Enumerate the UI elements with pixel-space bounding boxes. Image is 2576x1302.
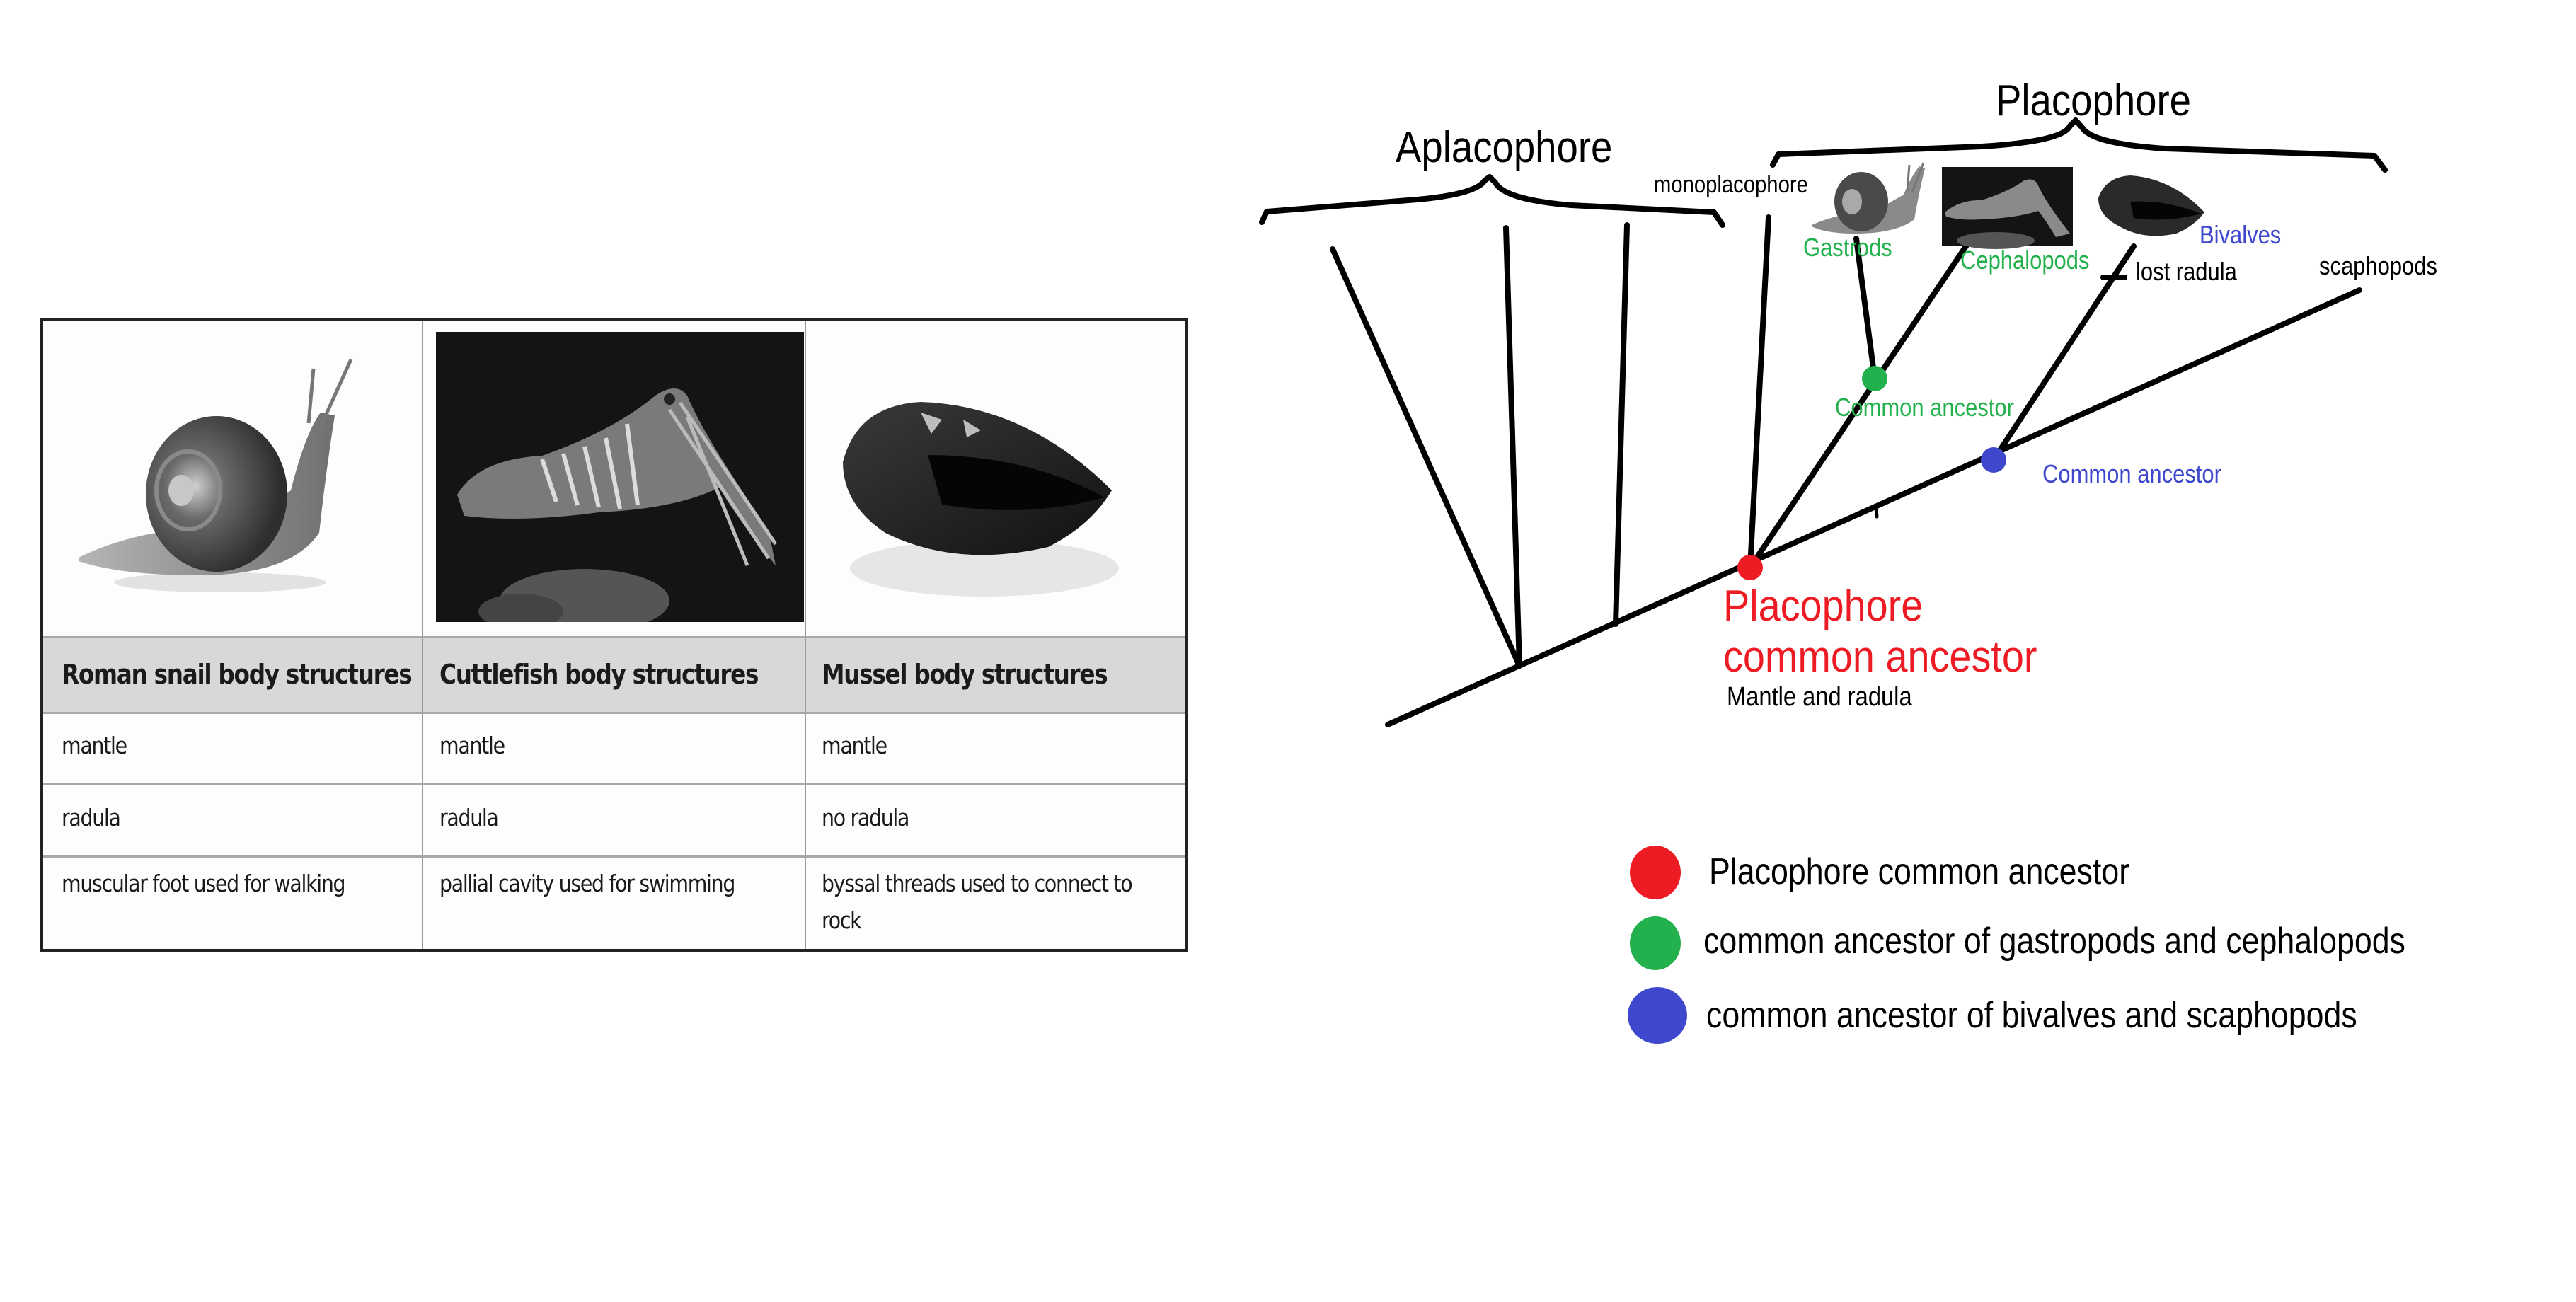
- column-divider: [805, 321, 806, 949]
- row-divider: [43, 636, 1185, 638]
- table-cell: mantle: [439, 732, 505, 759]
- branch-bivalves: [1991, 243, 2137, 463]
- placophore-ancestor-label-line1: Placophore: [1723, 582, 1924, 630]
- baseline-tick: [1874, 506, 1879, 519]
- branch-cephalopods: [1747, 241, 1970, 570]
- table-cell: muscular foot used for walking: [62, 870, 346, 897]
- scaphopods-label: scaphopods: [2319, 251, 2437, 280]
- legend-label: common ancestor of bivalves and scaphopo…: [1706, 995, 2357, 1036]
- placophore-brace: [1770, 117, 2388, 173]
- legend-green-dot: [1630, 916, 1681, 970]
- bivalve-scapho-ancestor-label: Common ancestor: [2042, 459, 2221, 488]
- row-divider: [43, 712, 1185, 714]
- row-divider: [43, 855, 1185, 858]
- cephalopods-label: Cephalopods: [1960, 246, 2090, 275]
- table-cell: no radula: [822, 804, 909, 831]
- table-cell: mantle: [62, 732, 127, 759]
- legend-red-dot: [1630, 846, 1681, 899]
- legend-label: Placophore common ancestor: [1709, 851, 2130, 892]
- branch-aplacophore-1: [1330, 246, 1522, 669]
- gastropods-label: Gastrods: [1803, 233, 1892, 262]
- branch-aplacophore-3: [1613, 222, 1630, 627]
- placophore-ancestor-label-line2: common ancestor: [1723, 633, 2037, 681]
- table-header-row: [43, 638, 1185, 713]
- tree-cuttlefish-thumbnail: [1942, 167, 2073, 249]
- placophore-ancestor-traits: Mantle and radula: [1727, 682, 1912, 712]
- snail-photo: [57, 349, 411, 625]
- lost-radula-label: lost radula: [2136, 257, 2237, 286]
- branch-aplacophore-2: [1503, 225, 1522, 669]
- row-divider: [43, 783, 1185, 785]
- aplacophore-brace: [1259, 174, 1725, 228]
- monoplacophore-label: monoplacophore: [1654, 171, 1808, 198]
- bivalves-label: Bivalves: [2200, 220, 2282, 249]
- table-cell: pallial cavity used for swimming: [439, 870, 735, 897]
- branch-monoplacophore: [1747, 214, 1771, 570]
- column-header-mussel: Mussel body structures: [822, 659, 1108, 690]
- gastro-cephalo-ancestor-node: [1862, 366, 1887, 391]
- table-cell: mantle: [822, 732, 887, 759]
- aplacophore-label: Aplacophore: [1396, 123, 1613, 172]
- tree-mussel-thumbnail: [2098, 175, 2204, 236]
- branch-gastropods: [1853, 236, 1878, 381]
- placophore-ancestor-node: [1737, 555, 1763, 580]
- tree-baseline: [1385, 287, 2362, 727]
- placophore-label: Placophore: [1996, 76, 2192, 125]
- tree-snail-thumbnail: [1812, 162, 1925, 234]
- column-divider: [422, 321, 423, 949]
- bivalve-scapho-ancestor-node: [1981, 447, 2006, 473]
- column-header-cuttlefish: Cuttlefish body structures: [439, 659, 759, 690]
- cuttlefish-photo: [436, 332, 804, 633]
- table-cell: radula: [62, 804, 121, 831]
- mussel-photo: [815, 363, 1183, 625]
- table-cell: byssal threads used to connect to rock: [822, 870, 1133, 934]
- legend-label: common ancestor of gastropods and cephal…: [1703, 921, 2405, 962]
- body-structures-table: Roman snail body structures Cuttlefish b…: [40, 318, 1188, 952]
- column-header-snail: Roman snail body structures: [62, 659, 413, 690]
- gastro-cephalo-ancestor-label: Common ancestor: [1835, 393, 2014, 422]
- table-cell: radula: [439, 804, 499, 831]
- legend-blue-dot: [1628, 987, 1687, 1044]
